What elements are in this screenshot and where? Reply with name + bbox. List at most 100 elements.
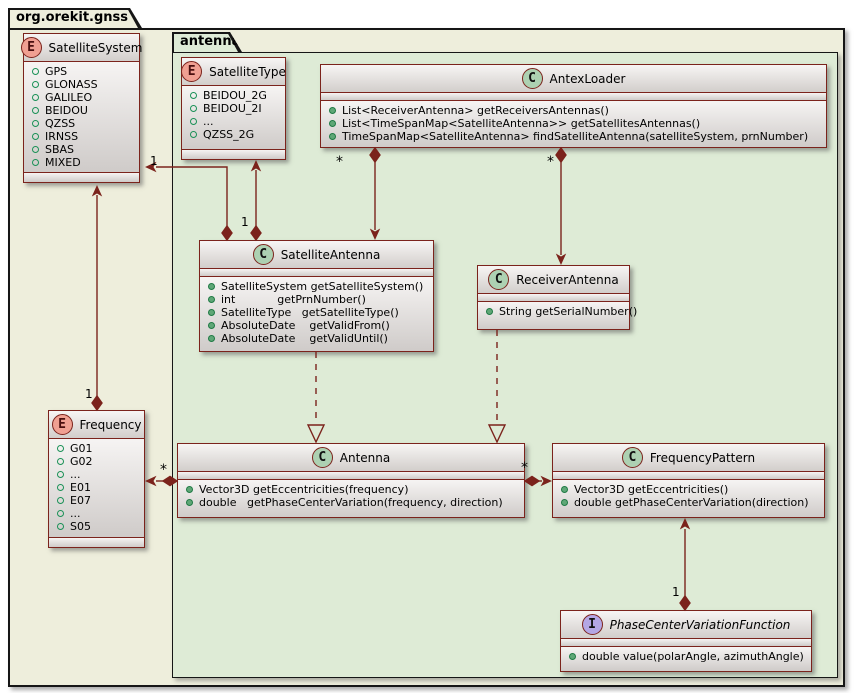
- empty-fields-compartment: [321, 93, 826, 101]
- empty-fields-compartment: [178, 472, 524, 480]
- enum-value-row: ...: [49, 507, 144, 520]
- class-badge-icon: C: [488, 269, 510, 290]
- class-frequency-pattern: C FrequencyPattern Vector3D getEccentric…: [552, 443, 825, 518]
- enum-value: G01: [70, 442, 93, 455]
- class-title-bar: C SatelliteAntenna: [200, 241, 433, 269]
- method-icon: [208, 283, 215, 290]
- method-signature: Vector3D getEccentricities(frequency): [199, 483, 409, 496]
- method-signature: Vector3D getEccentricities(): [574, 483, 729, 496]
- field-icon: [57, 484, 64, 491]
- enum-value-row: GALILEO: [24, 91, 139, 104]
- empty-methods-compartment: [24, 173, 139, 182]
- enum-value: S05: [70, 520, 91, 533]
- field-icon: [190, 131, 197, 138]
- enum-value: ...: [70, 468, 81, 481]
- multiplicity-label: *: [160, 462, 167, 478]
- class-name: FrequencyPattern: [649, 450, 756, 465]
- field-icon: [32, 133, 39, 140]
- enum-value: ...: [70, 507, 81, 520]
- enum-value-row: ...: [49, 468, 144, 481]
- method-signature: int getPrnNumber(): [221, 293, 366, 306]
- enum-value-row: MIXED: [24, 156, 139, 169]
- class-title-bar: C FrequencyPattern: [553, 444, 824, 472]
- method-signature: String getSerialNumber(): [499, 305, 638, 318]
- enum-value: QZSS_2G: [203, 128, 255, 141]
- field-icon: [57, 497, 64, 504]
- enum-value: GLONASS: [45, 78, 98, 91]
- method-icon: [329, 107, 336, 114]
- class-badge-icon: C: [521, 68, 543, 89]
- method-icon: [329, 120, 336, 127]
- method-icon: [208, 296, 215, 303]
- enum-value: G02: [70, 455, 93, 468]
- enum-value-row: E01: [49, 481, 144, 494]
- interface-phase-center-variation-function: I PhaseCenterVariationFunction double va…: [560, 610, 812, 672]
- class-name: ReceiverAntenna: [516, 272, 619, 287]
- class-title-bar: E SatelliteSystem: [20, 34, 142, 62]
- method-row: TimeSpanMap<SatelliteAntenna> findSatell…: [321, 130, 826, 143]
- enum-value: E01: [70, 481, 91, 494]
- method-row: AbsoluteDate getValidFrom(): [200, 319, 433, 332]
- enum-frequency: E Frequency G01 G02 ... E01 E07 ... S05: [48, 410, 145, 548]
- methods-section: Vector3D getEccentricities() double getP…: [553, 480, 824, 517]
- enum-value: BEIDOU: [45, 104, 88, 117]
- enum-value: QZSS: [45, 117, 76, 130]
- enum-value-row: G01: [49, 442, 144, 455]
- enum-value: BEIDOU_2G: [203, 89, 267, 102]
- class-title-bar: E Frequency: [49, 411, 144, 439]
- field-icon: [57, 510, 64, 517]
- field-icon: [32, 81, 39, 88]
- enum-values-section: G01 G02 ... E01 E07 ... S05: [49, 439, 144, 538]
- enum-value-row: BEIDOU_2G: [182, 89, 285, 102]
- enum-value: SBAS: [45, 143, 75, 156]
- enum-badge-icon: E: [181, 61, 203, 82]
- class-receiver-antenna: C ReceiverAntenna String getSerialNumber…: [477, 265, 637, 330]
- multiplicity-label: 1: [241, 215, 249, 229]
- method-signature: List<ReceiverAntenna> getReceiversAntenn…: [342, 104, 609, 117]
- field-icon: [57, 458, 64, 465]
- class-satellite-antenna: C SatelliteAntenna SatelliteSystem getSa…: [199, 240, 434, 352]
- method-icon: [186, 486, 193, 493]
- enum-satellite-type: E SatelliteType BEIDOU_2G BEIDOU_2I ... …: [181, 57, 286, 160]
- field-icon: [190, 105, 197, 112]
- class-name: SatelliteType: [209, 64, 286, 79]
- field-icon: [32, 68, 39, 75]
- multiplicity-label: 1: [85, 387, 93, 401]
- enum-value-row: IRNSS: [24, 130, 139, 143]
- method-icon: [486, 308, 493, 315]
- methods-section: String getSerialNumber(): [478, 302, 637, 329]
- method-signature: TimeSpanMap<SatelliteAntenna> findSatell…: [342, 130, 809, 143]
- enum-value-row: GLONASS: [24, 78, 139, 91]
- method-row: String getSerialNumber(): [478, 305, 637, 318]
- empty-fields-compartment: [553, 472, 824, 480]
- empty-fields-compartment: [478, 294, 629, 302]
- multiplicity-label: 1: [672, 585, 680, 599]
- method-row: int getPrnNumber(): [200, 293, 433, 306]
- method-icon: [561, 499, 568, 506]
- class-title-bar: C ReceiverAntenna: [478, 266, 629, 294]
- class-name: Frequency: [79, 417, 142, 432]
- enum-value-row: BEIDOU_2I: [182, 102, 285, 115]
- enum-values-section: GPS GLONASS GALILEO BEIDOU QZSS IRNSS SB…: [24, 62, 139, 173]
- empty-methods-compartment: [182, 150, 285, 159]
- enum-value-row: SBAS: [24, 143, 139, 156]
- method-signature: AbsoluteDate getValidUntil(): [221, 332, 388, 345]
- package-tab-org-orekit-gnss: org.orekit.gnss: [8, 8, 142, 28]
- class-name: SatelliteSystem: [48, 40, 143, 55]
- field-icon: [32, 159, 39, 166]
- field-icon: [32, 94, 39, 101]
- class-title-bar: C AntexLoader: [321, 65, 826, 93]
- method-row: List<ReceiverAntenna> getReceiversAntenn…: [321, 104, 826, 117]
- enum-value: BEIDOU_2I: [203, 102, 262, 115]
- enum-value: MIXED: [45, 156, 81, 169]
- method-row: Vector3D getEccentricities(frequency): [178, 483, 524, 496]
- enum-value-row: S05: [49, 520, 144, 533]
- method-icon: [561, 486, 568, 493]
- enum-value-row: GPS: [24, 65, 139, 78]
- field-icon: [190, 92, 197, 99]
- class-name: PhaseCenterVariationFunction: [609, 617, 791, 632]
- enum-value: E07: [70, 494, 91, 507]
- multiplicity-label: *: [547, 154, 554, 170]
- enum-value-row: E07: [49, 494, 144, 507]
